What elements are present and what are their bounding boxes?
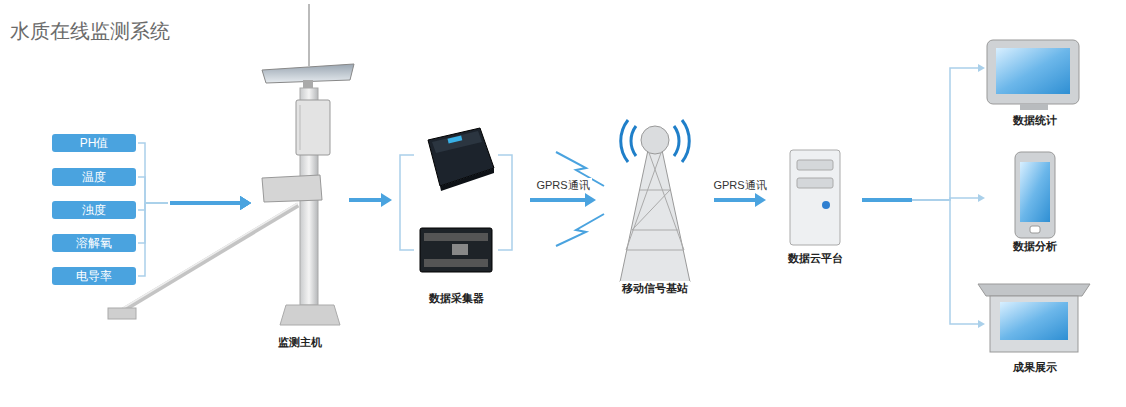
flow-arrow bbox=[138, 196, 251, 243]
base-station-figure bbox=[620, 120, 690, 282]
sensor-label: 浊度 bbox=[82, 202, 106, 219]
device-node: 监测主机 bbox=[255, 4, 345, 350]
edge-label: GPRS通讯 bbox=[534, 178, 591, 193]
device-label: 移动信号基站 bbox=[620, 281, 690, 296]
flow-arrow bbox=[138, 143, 251, 210]
flow-arrow bbox=[349, 193, 392, 207]
device-label: 成果展示 bbox=[1011, 360, 1059, 375]
sensor-label: 溶解氧 bbox=[76, 235, 112, 252]
cloud-server-figure bbox=[790, 150, 840, 245]
device-label: 数据分析 bbox=[1011, 239, 1059, 254]
device-label: 数据云平台 bbox=[786, 251, 845, 266]
flow-arrow bbox=[138, 177, 251, 210]
flow-arrow bbox=[862, 194, 985, 202]
device-node: 移动信号基站 bbox=[600, 110, 710, 296]
device-node: 数据统计 bbox=[975, 36, 1095, 128]
edge-label: GPRS通讯 bbox=[711, 178, 768, 193]
sensor-box: 温度 bbox=[52, 168, 136, 186]
monitor-host-figure bbox=[108, 4, 354, 325]
sensor-box: 溶解氧 bbox=[52, 234, 136, 252]
sensor-box: PH值 bbox=[52, 134, 136, 152]
diagram-title: 水质在线监测系统 bbox=[10, 18, 170, 45]
flow-arrow bbox=[138, 196, 251, 210]
device-node: 数据云平台 bbox=[770, 140, 860, 266]
device-label: 数据采集器 bbox=[427, 291, 486, 306]
device-node: 数据采集器 bbox=[396, 120, 516, 306]
sensor-box: 电导率 bbox=[52, 267, 136, 285]
flow-arrow bbox=[714, 193, 766, 207]
flow-arrow bbox=[862, 64, 985, 200]
flow-arrow bbox=[138, 196, 251, 276]
flow-arrow bbox=[530, 193, 596, 207]
sensor-label: 电导率 bbox=[76, 268, 112, 285]
data-collector-figure bbox=[400, 128, 512, 272]
device-label: 数据统计 bbox=[1011, 113, 1059, 128]
output-devices-figure bbox=[978, 40, 1090, 352]
sensor-label: 温度 bbox=[82, 169, 106, 186]
device-label: 监测主机 bbox=[276, 335, 324, 350]
sensor-label: PH值 bbox=[80, 135, 109, 152]
device-node: 数据分析 bbox=[975, 148, 1095, 254]
flow-arrow bbox=[862, 200, 985, 328]
device-node: 成果展示 bbox=[975, 280, 1095, 375]
sensor-box: 浊度 bbox=[52, 201, 136, 219]
